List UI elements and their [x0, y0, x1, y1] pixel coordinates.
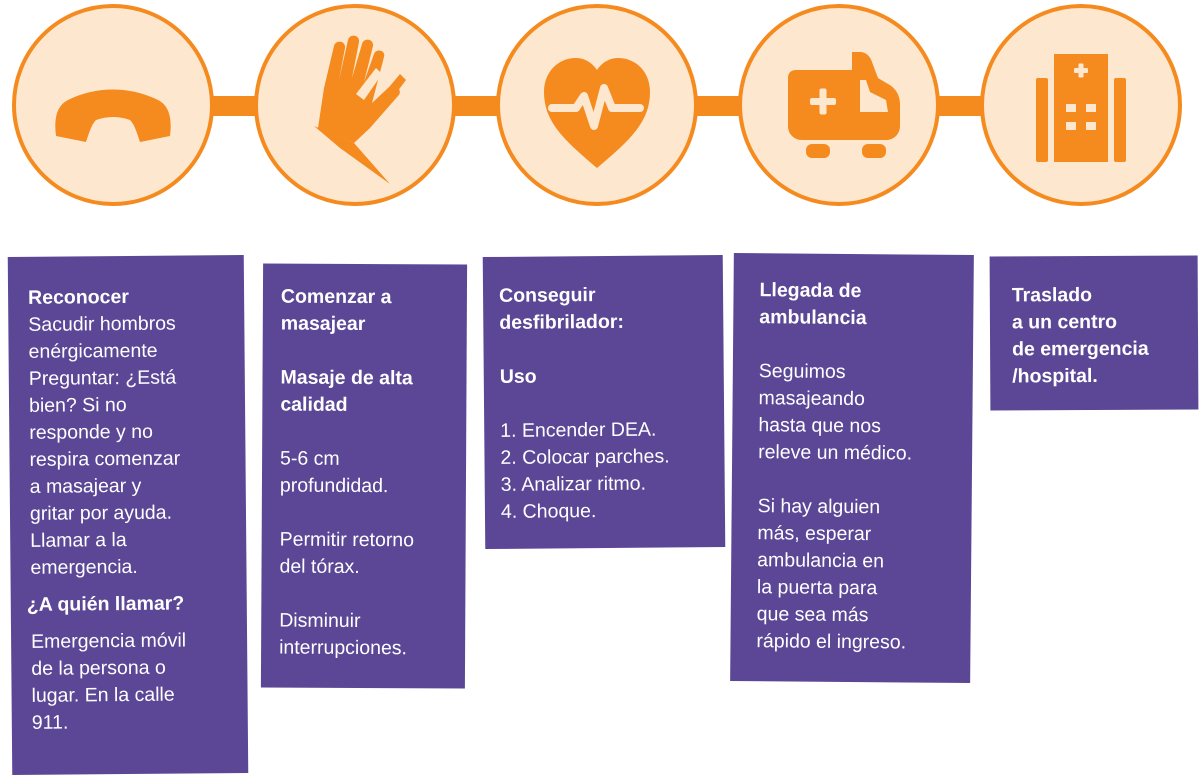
list-item: 1. Encender DEA. [500, 418, 657, 442]
card-text: Preguntar: ¿Está [28, 366, 177, 390]
card-subtitle: Uso [499, 365, 537, 388]
ambulance-icon [788, 52, 900, 158]
card-text: Si hay alguien [757, 495, 881, 519]
card-text: interrupciones. [279, 636, 408, 660]
card-text: Emergencia móvil [31, 629, 187, 653]
card-text: más, esperar [757, 522, 872, 546]
card-text: Disminuir [279, 609, 361, 632]
card-title: Traslado [1011, 284, 1093, 307]
step-card-2: Comenzar a masajear Masaje de alta calid… [260, 263, 468, 689]
heart-pulse-icon [544, 58, 650, 168]
card-text: profundidad. [279, 474, 389, 498]
step-card-3: Conseguir desfibrilador: Uso 1. Encender… [482, 254, 726, 550]
step-circle-5 [980, 4, 1182, 206]
card-text: ambulancia en [757, 549, 885, 573]
step-circle-3 [496, 4, 698, 206]
card-title: de emergencia [1012, 337, 1149, 361]
card-title: /hospital. [1012, 364, 1098, 388]
step-card-5: Traslado a un centro de emergencia /hosp… [989, 255, 1199, 411]
card-text: emergencia. [30, 555, 138, 579]
card-text: 911. [31, 711, 69, 734]
card-text: a masajear y [29, 474, 142, 498]
card-text: hasta que nos [758, 414, 881, 438]
card-title: ambulancia [759, 306, 867, 330]
hospital-icon [1036, 54, 1126, 162]
phone-icon [55, 89, 171, 142]
list-item: 2. Colocar parches. [500, 445, 670, 469]
card-title: a un centro [1011, 310, 1118, 334]
step-card-4: Llegada de ambulancia Seguimos masajeand… [730, 252, 974, 684]
list-item: 4. Choque. [500, 500, 597, 523]
card-title: Comenzar a [280, 285, 392, 309]
card-subtitle: ¿A quién llamar? [26, 592, 185, 616]
card-text: releve un médico. [758, 441, 913, 465]
card-text: Seguimos [758, 360, 846, 383]
step-card-1: Reconocer Sacudir hombros enérgicamente … [7, 254, 249, 776]
card-text: masajeando [758, 387, 865, 411]
card-text: que sea más [756, 603, 869, 627]
card-text: bien? Si no [28, 394, 127, 417]
card-text: lugar. En la calle [31, 683, 175, 707]
card-text: Sacudir hombros [28, 312, 176, 336]
step-circle-2 [254, 4, 456, 206]
card-subtitle: Masaje de alta [280, 366, 413, 390]
card-text: Permitir retorno [279, 528, 415, 552]
card-title: Conseguir [498, 284, 596, 307]
card-text: la puerta para [756, 576, 878, 600]
card-text: rápido el ingreso. [756, 630, 907, 654]
list-item: 3. Analizar ritmo. [500, 472, 647, 496]
card-text: responde y no [29, 420, 153, 444]
card-title: desfibrilador: [499, 310, 625, 334]
card-subtitle: calidad [280, 393, 348, 416]
card-title: masajear [280, 312, 366, 336]
card-title: Llegada de [759, 279, 862, 303]
card-text: 5-6 cm [280, 447, 340, 470]
step-circle-1 [12, 4, 214, 206]
card-text: enérgicamente [28, 339, 158, 363]
card-title: Reconocer [28, 285, 129, 309]
card-text: Llamar a la [30, 529, 127, 552]
card-text: del tórax. [279, 555, 360, 578]
card-text: de la persona o [31, 656, 166, 680]
hands-icon [314, 35, 406, 184]
card-text: respira comenzar [29, 447, 181, 471]
step-circle-4 [738, 4, 940, 206]
card-text: gritar por ayuda. [29, 501, 173, 525]
